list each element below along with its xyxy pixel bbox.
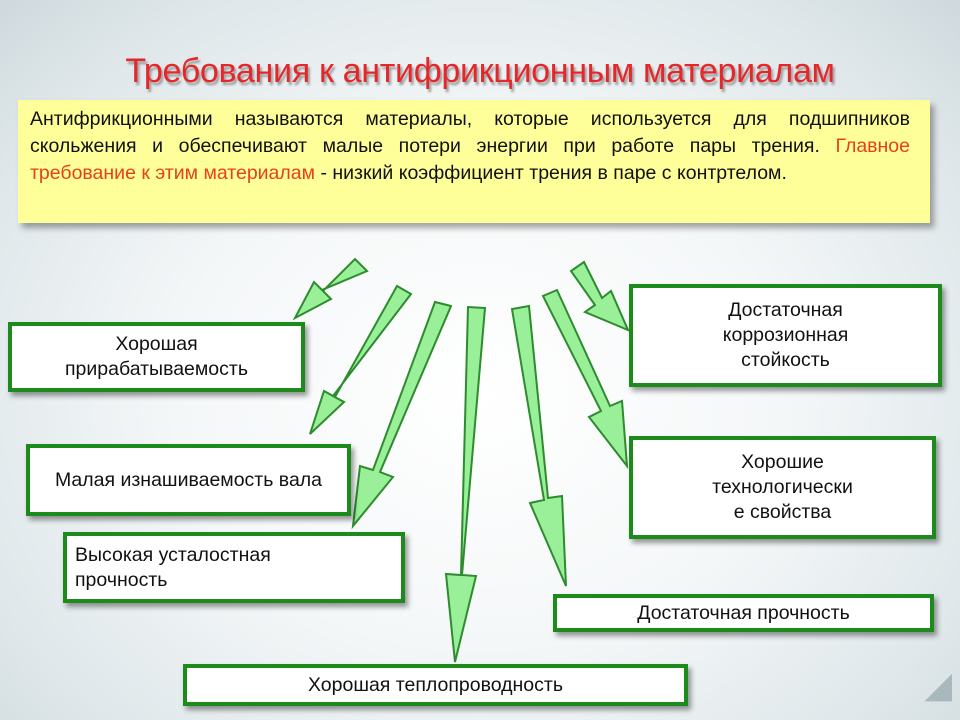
main-requirement-highlight: Главное требование к этим материалам bbox=[30, 135, 910, 184]
box-corrosion-resistance: Достаточная коррозионная стойкость bbox=[629, 284, 942, 387]
box-strength: Достаточная прочность bbox=[553, 594, 934, 632]
definition-text-end: - низкий коэффициент трения в паре с кон… bbox=[315, 162, 787, 184]
box-tech-properties: Хорошие технологически е свойства bbox=[629, 436, 936, 539]
box-running-in: Хорошая прирабатываемость bbox=[8, 322, 305, 392]
box-fatigue-strength-label: Высокая усталостная прочность bbox=[75, 543, 271, 591]
slide-decoration-icon: ◢ bbox=[924, 664, 952, 705]
box-thermal-conductivity-label: Хорошая теплопроводность bbox=[308, 673, 563, 696]
box-tech-properties-label: Хорошие технологически е свойства bbox=[712, 451, 853, 523]
arrow-to-corrosion bbox=[569, 260, 630, 332]
arrow-to-fatigue-strength bbox=[351, 300, 453, 530]
box-thermal-conductivity: Хорошая теплопроводность bbox=[183, 664, 688, 706]
box-shaft-wear-label: Малая изнашиваемость вала bbox=[54, 468, 323, 491]
box-shaft-wear: Малая изнашиваемость вала bbox=[26, 444, 351, 516]
arrow-to-thermal-conductivity bbox=[444, 305, 487, 663]
arrow-to-strength bbox=[510, 304, 567, 587]
box-strength-label: Достаточная прочность bbox=[637, 601, 850, 624]
box-corrosion-resistance-label: Достаточная коррозионная стойкость bbox=[722, 299, 849, 371]
definition-box: Антифрикционными называются материалы, к… bbox=[18, 100, 930, 223]
definition-text: Антифрикционными называются материалы, к… bbox=[30, 108, 910, 157]
box-running-in-label: Хорошая прирабатываемость bbox=[65, 333, 248, 380]
page-title: Требования к антифрикционным материалам bbox=[125, 52, 835, 90]
arrow-to-shaft-wear bbox=[309, 284, 413, 435]
box-fatigue-strength: Высокая усталостная прочность bbox=[63, 532, 405, 603]
arrow-to-running-in bbox=[292, 257, 369, 321]
arrow-to-tech-properties bbox=[541, 288, 629, 470]
